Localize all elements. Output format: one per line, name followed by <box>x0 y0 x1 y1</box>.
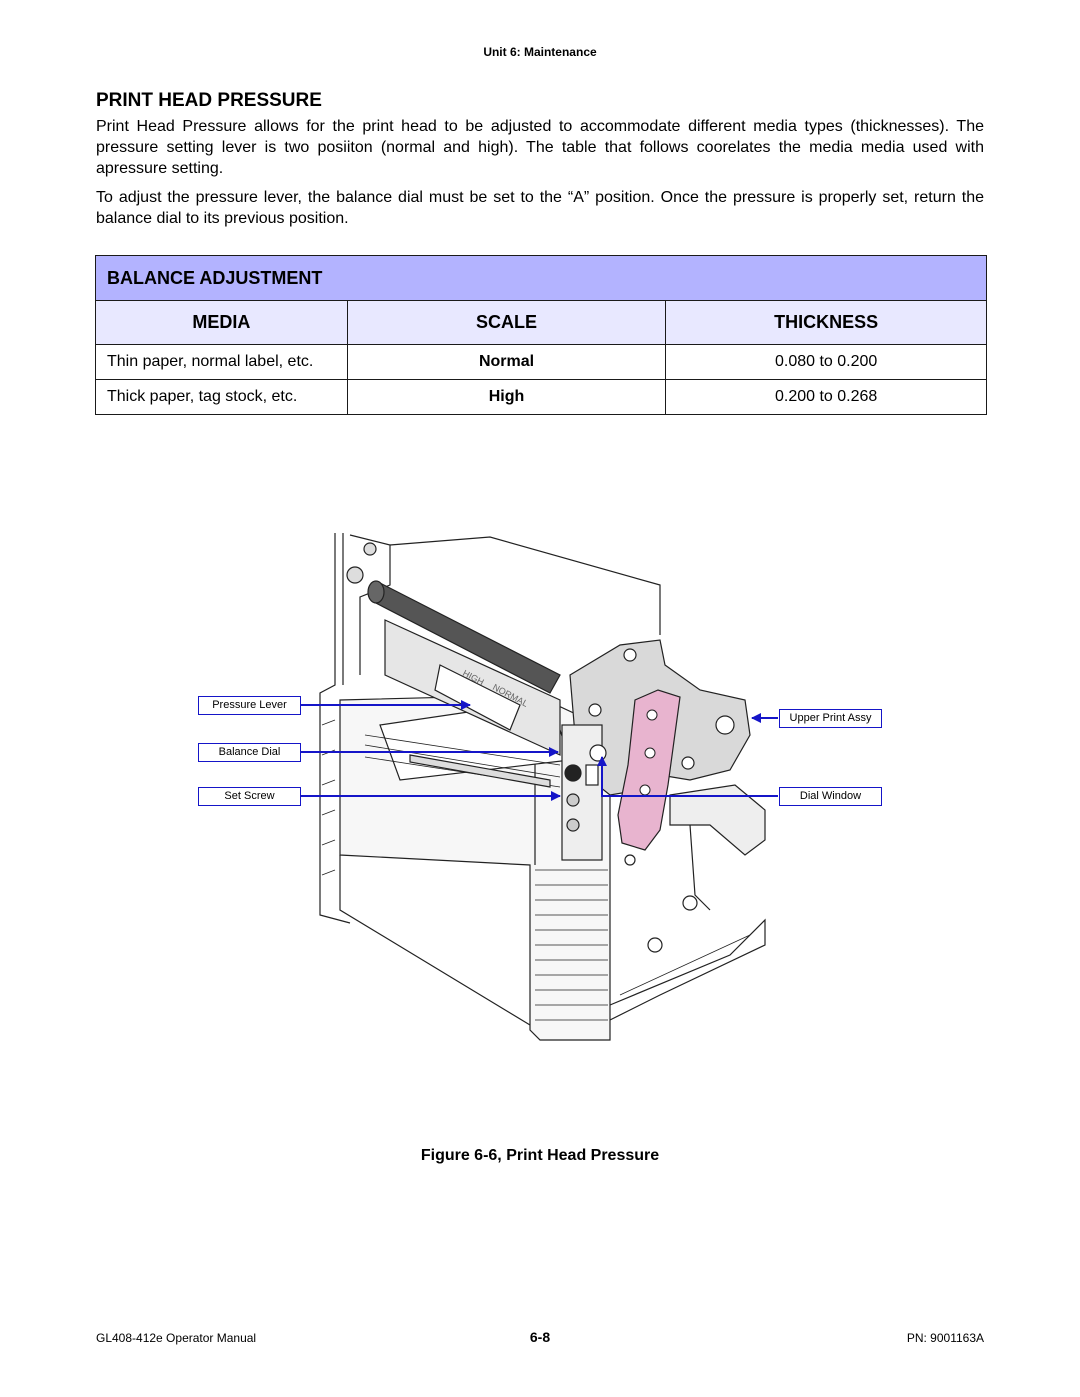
print-head-figure: HIGH NORMAL Pressure Lever Balance Dial … <box>190 525 890 1050</box>
pressure-lever-handle <box>617 689 681 851</box>
callout-pressure-lever: Pressure Lever <box>198 696 301 715</box>
table-row: Thin paper, normal label, etc. Normal 0.… <box>95 344 987 380</box>
footer-part-number: PN: 9001163A <box>906 1331 984 1345</box>
callout-dial-window: Dial Window <box>779 787 882 806</box>
scale-cell: High <box>346 379 667 415</box>
callout-set-screw: Set Screw <box>198 787 301 806</box>
table-row: Thick paper, tag stock, etc. High 0.200 … <box>95 379 987 415</box>
callout-upper-print-assy: Upper Print Assy <box>779 709 882 728</box>
table-title: BALANCE ADJUSTMENT <box>95 255 987 301</box>
thickness-cell: 0.200 to 0.268 <box>665 379 987 415</box>
footer-manual-title: GL408-412e Operator Manual <box>96 1331 257 1345</box>
callout-balance-dial: Balance Dial <box>198 743 301 762</box>
media-cell: Thin paper, normal label, etc. <box>95 344 348 380</box>
intro-paragraph: Print Head Pressure allows for the print… <box>96 118 984 177</box>
section-title: PRINT HEAD PRESSURE <box>96 90 322 111</box>
column-header-thickness: THICKNESS <box>665 300 987 345</box>
scale-cell: Normal <box>346 344 667 380</box>
media-cell: Thick paper, tag stock, etc. <box>95 379 348 415</box>
footer-page-number: 6-8 <box>529 1329 551 1345</box>
figure-caption: Figure 6-6, Print Head Pressure <box>420 1147 660 1164</box>
adjust-paragraph: To adjust the pressure lever, the balanc… <box>96 189 984 227</box>
column-header-scale: SCALE <box>346 300 667 345</box>
running-header: Unit 6: Maintenance <box>483 45 597 59</box>
thickness-cell: 0.080 to 0.200 <box>665 344 987 380</box>
balance-adjustment-table: BALANCE ADJUSTMENT MEDIA SCALE THICKNESS… <box>95 255 987 415</box>
column-header-media: MEDIA <box>95 300 348 345</box>
printer-mechanism-illustration: HIGH NORMAL <box>301 533 778 1041</box>
